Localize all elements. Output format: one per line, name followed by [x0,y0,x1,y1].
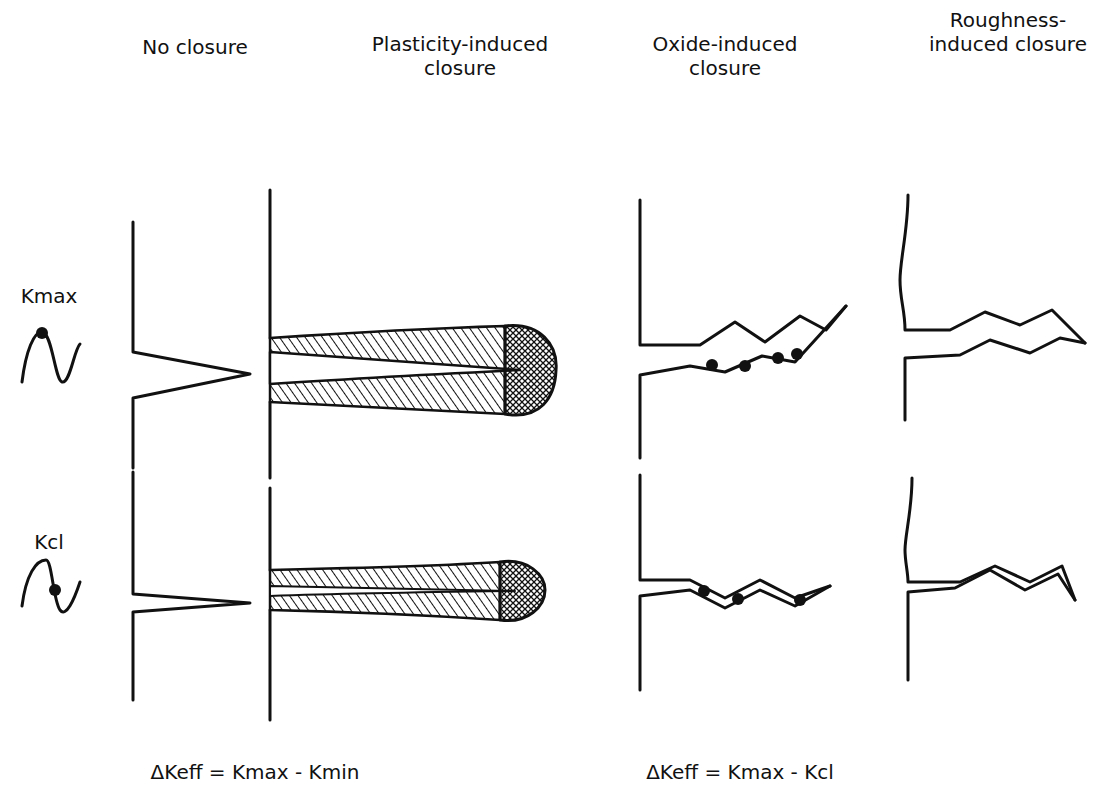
load-level-label: Kmax [4,284,94,308]
column-heading: Plasticity-induced closure [350,32,570,80]
plastic-wake-max [270,190,556,478]
column-heading: Roughness-induced closure [928,8,1088,56]
formula-label: ΔKeff = Kmax - Kcl [575,760,905,784]
rough-crack-min [905,478,1075,680]
rough-crack-max [900,195,1085,420]
open-crack [133,222,250,468]
formula-label: ΔKeff = Kmax - Kmin [90,760,420,784]
oxide-crack-max [640,200,846,458]
column-heading: Oxide-induced closure [630,32,820,80]
load-point-closure [49,584,61,596]
load-wave-closure [22,560,80,612]
load-level-label: Kcl [4,530,94,554]
load-wave-max [22,332,80,382]
oxide-crack-min [640,475,830,690]
column-heading: No closure [85,35,305,59]
load-point-max [36,327,48,339]
plastic-wake-min [270,488,545,720]
open-crack-min [133,472,250,700]
